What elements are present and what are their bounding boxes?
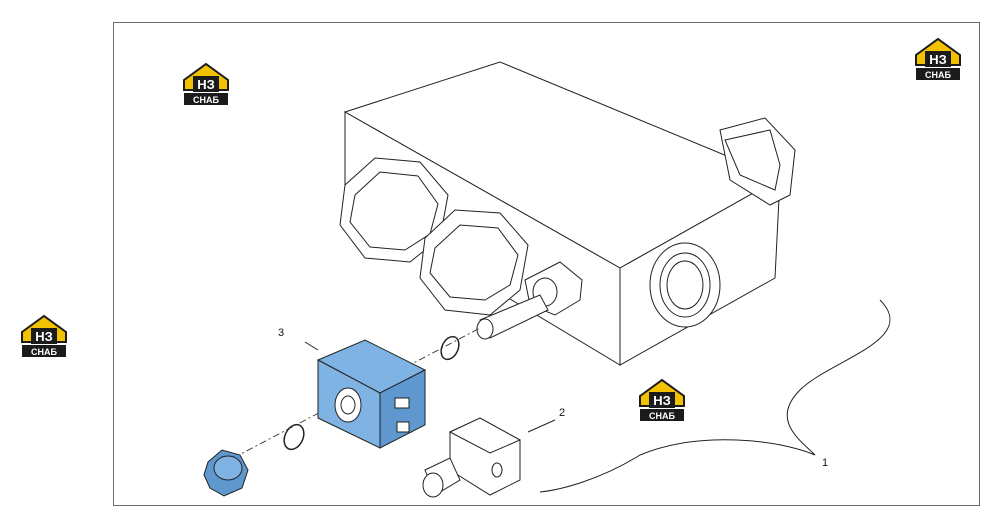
brand-logo-left: НЗ СНАБ	[18, 312, 70, 360]
house-logo-icon: НЗ СНАБ	[639, 378, 685, 421]
diagram-frame	[113, 22, 980, 506]
callout-label-2: 2	[559, 407, 566, 419]
front-hex-plug-1	[339, 157, 449, 263]
callout-line-1	[539, 299, 891, 493]
svg-text:СНАБ: СНАБ	[193, 95, 219, 105]
svg-text:СНАБ: СНАБ	[925, 70, 951, 80]
brand-logo-top-right: НЗ СНАБ	[912, 35, 964, 83]
connector-plug	[422, 417, 522, 498]
brand-logo-top-left: НЗ СНАБ	[180, 60, 232, 108]
svg-text:НЗ: НЗ	[35, 329, 53, 344]
house-logo-icon: НЗ СНАБ	[183, 62, 229, 105]
callout-label-3: 3	[278, 327, 285, 339]
o-ring-upper	[440, 335, 460, 361]
knurled-nut	[203, 449, 249, 497]
valve-body	[339, 61, 796, 366]
solenoid-coil	[316, 339, 427, 449]
brand-logo-center: НЗ СНАБ	[636, 376, 688, 424]
house-logo-icon: НЗ СНАБ	[915, 37, 961, 80]
front-hex-plug-2	[419, 209, 529, 316]
callout-line-3	[304, 341, 319, 351]
svg-text:НЗ: НЗ	[197, 77, 215, 92]
o-ring-lower	[283, 423, 305, 451]
svg-text:НЗ: НЗ	[929, 52, 947, 67]
house-logo-icon: НЗ СНАБ	[21, 314, 67, 357]
side-hex-plug	[719, 117, 796, 206]
svg-text:СНАБ: СНАБ	[31, 347, 57, 357]
solenoid-stem	[476, 261, 583, 340]
svg-text:НЗ: НЗ	[653, 393, 671, 408]
callout-line-2	[527, 419, 556, 433]
callout-label-1: 1	[822, 457, 829, 469]
svg-text:СНАБ: СНАБ	[649, 411, 675, 421]
